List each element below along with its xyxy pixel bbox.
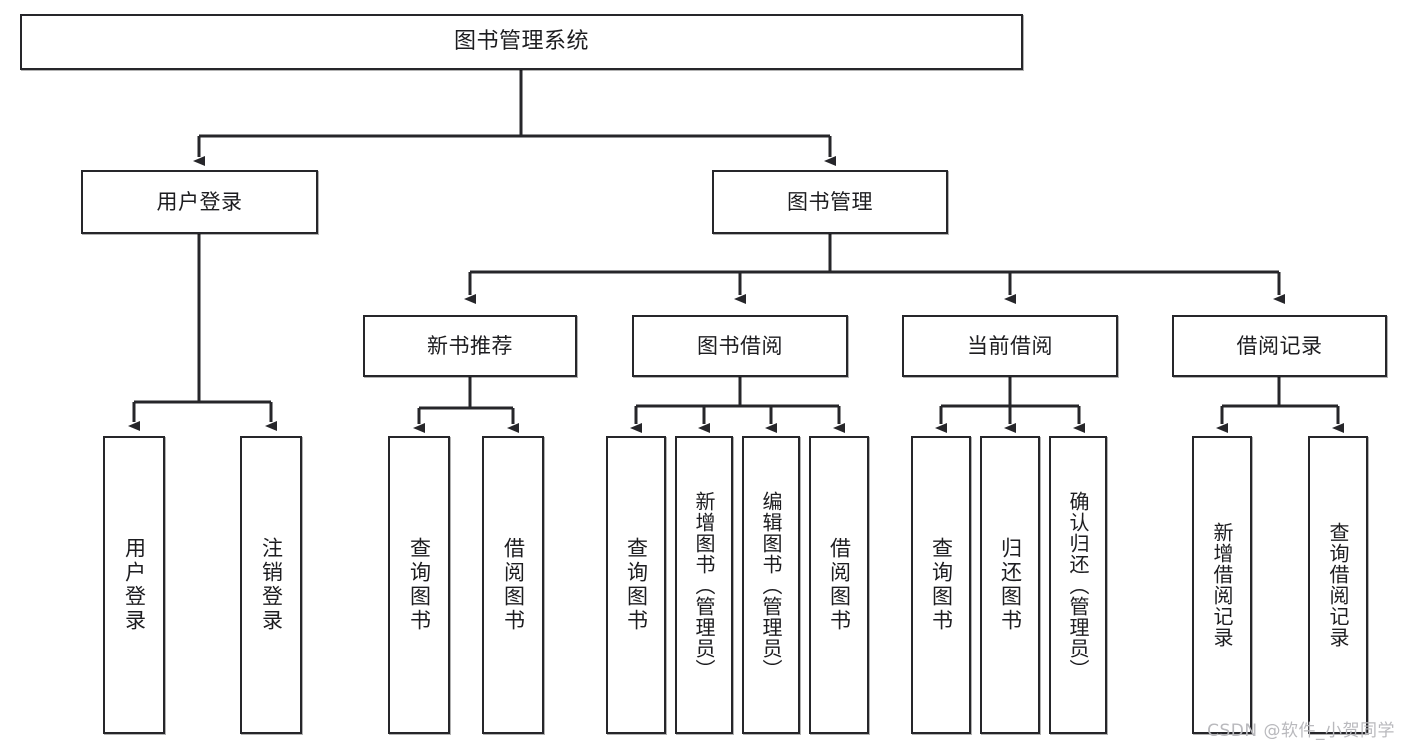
node-leaf-user-login[interactable]: 用户登录 bbox=[103, 436, 165, 734]
node-label: 确认归还（管理员） bbox=[1066, 490, 1090, 680]
node-label: 新书推荐 bbox=[427, 333, 513, 358]
node-root-book-management-system[interactable]: 图书管理系统 bbox=[20, 14, 1023, 70]
node-label: 借阅图书 bbox=[827, 537, 852, 633]
node-label: 查询图书 bbox=[407, 537, 432, 633]
node-label: 借阅记录 bbox=[1236, 333, 1323, 358]
node-label: 用户登录 bbox=[122, 537, 147, 633]
node-label: 查询借阅记录 bbox=[1326, 522, 1350, 648]
node-label: 新增借阅记录 bbox=[1210, 522, 1234, 648]
node-leaf-query-book-recommend[interactable]: 查询图书 bbox=[388, 436, 450, 734]
node-leaf-add-borrow-record[interactable]: 新增借阅记录 bbox=[1192, 436, 1252, 734]
node-leaf-user-logout[interactable]: 注销登录 bbox=[240, 436, 302, 734]
node-leaf-borrow-book[interactable]: 借阅图书 bbox=[809, 436, 869, 734]
node-label: 图书管理 bbox=[787, 189, 873, 214]
node-label: 编辑图书（管理员） bbox=[759, 490, 783, 680]
node-label: 借阅图书 bbox=[501, 537, 526, 633]
node-label: 新增图书（管理员） bbox=[692, 490, 716, 680]
node-label: 查询图书 bbox=[929, 537, 954, 633]
node-leaf-add-book[interactable]: 新增图书（管理员） bbox=[675, 436, 733, 734]
node-label: 归还图书 bbox=[998, 537, 1023, 633]
node-label: 查询图书 bbox=[624, 537, 649, 633]
node-label: 注销登录 bbox=[259, 537, 284, 633]
node-leaf-confirm-return[interactable]: 确认归还（管理员） bbox=[1049, 436, 1107, 734]
node-book-borrow[interactable]: 图书借阅 bbox=[632, 315, 848, 377]
node-label: 图书借阅 bbox=[697, 333, 783, 358]
node-label: 当前借阅 bbox=[967, 333, 1053, 358]
node-current-borrow[interactable]: 当前借阅 bbox=[902, 315, 1118, 377]
node-label: 用户登录 bbox=[156, 189, 243, 214]
csdn-watermark: CSDN @软件_小贺同学 bbox=[1207, 721, 1395, 741]
node-borrow-record[interactable]: 借阅记录 bbox=[1172, 315, 1387, 377]
node-label: 图书管理系统 bbox=[453, 29, 589, 55]
node-book-management[interactable]: 图书管理 bbox=[712, 170, 948, 234]
node-leaf-query-borrow-record[interactable]: 查询借阅记录 bbox=[1308, 436, 1368, 734]
node-user-login[interactable]: 用户登录 bbox=[81, 170, 318, 234]
node-leaf-borrow-book-recommend[interactable]: 借阅图书 bbox=[482, 436, 544, 734]
node-leaf-query-book-current[interactable]: 查询图书 bbox=[911, 436, 971, 734]
node-new-book-recommend[interactable]: 新书推荐 bbox=[363, 315, 577, 377]
node-leaf-return-book[interactable]: 归还图书 bbox=[980, 436, 1040, 734]
node-leaf-edit-book[interactable]: 编辑图书（管理员） bbox=[742, 436, 800, 734]
node-leaf-query-book-borrow[interactable]: 查询图书 bbox=[606, 436, 666, 734]
